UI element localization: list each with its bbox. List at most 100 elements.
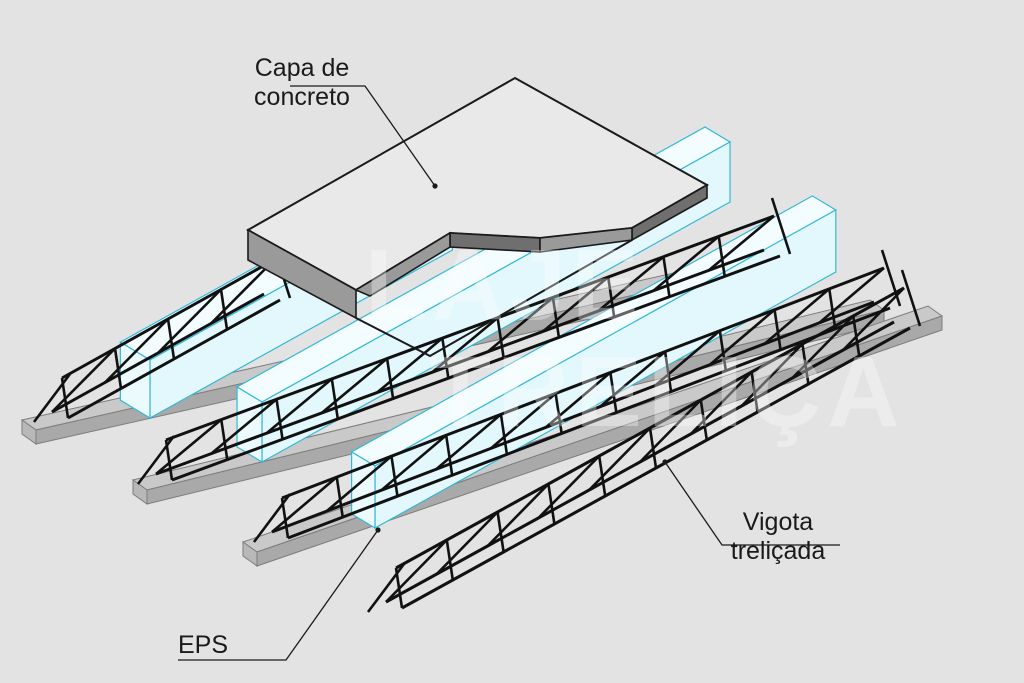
truss-2-diagonal (210, 398, 278, 455)
truss-3 (252, 249, 902, 543)
truss-3-diagonal (654, 329, 721, 387)
truss-2-diagonal (496, 317, 505, 359)
truss-1-diagonal (51, 347, 116, 413)
joist-label-line2: treliçada (730, 537, 826, 565)
joist-base-end-2 (132, 479, 148, 505)
truss-2-diagonal (597, 255, 665, 313)
truss-3-diagonal (499, 414, 509, 455)
truss-4-end-wire (366, 563, 406, 613)
truss-2-diagonal (265, 377, 333, 435)
truss-2-diagonal (606, 276, 616, 318)
truss-2-bottom-chord-right (171, 254, 781, 482)
truss-1-diagonal (166, 318, 176, 360)
truss-wires (32, 197, 922, 613)
truss-2-diagonal (486, 296, 554, 353)
truss-4-diagonal (689, 371, 753, 435)
truss-2-diagonal (275, 399, 284, 440)
truss-2-diagonal (219, 419, 229, 460)
truss-4-diagonal (435, 511, 499, 575)
joist-leader-line (664, 461, 840, 546)
truss-1-diagonal (157, 288, 222, 354)
truss-4-diagonal (547, 483, 556, 525)
truss-4-diagonal (445, 539, 455, 581)
concrete-cover-label-line2: concreto (254, 83, 350, 111)
truss-3-diagonal (663, 351, 673, 392)
truss-2-bottom-chord-left (155, 248, 765, 476)
truss-2-end-wire (770, 197, 792, 255)
truss-3-diagonal (544, 371, 612, 429)
concrete-cover-label: Capa de concreto (236, 54, 368, 112)
truss-4-diagonal (486, 483, 550, 547)
truss-1-diagonal (104, 318, 169, 384)
truss-4-diagonal (588, 427, 651, 491)
truss-2-diagonal (320, 357, 388, 414)
concrete-cutout-left-wall (354, 231, 451, 297)
truss-3-diagonal (773, 309, 782, 351)
joist-label-line1: Vigota (742, 508, 814, 536)
truss-2-diagonal (662, 256, 671, 297)
truss-4-diagonal (699, 399, 709, 441)
truss-4-diagonal (537, 455, 601, 519)
truss-3-diagonal (554, 393, 563, 434)
truss-4-diagonal (639, 399, 702, 463)
truss-3-diagonal (271, 476, 338, 533)
truss-3-bottom-chord-left (271, 300, 875, 534)
truss-3-top-chord (281, 266, 885, 500)
concrete-cover-label-line1: Capa de (254, 54, 350, 82)
truss-3-diagonal (490, 392, 557, 450)
truss-4-diagonal (851, 315, 861, 357)
truss-3-diagonal (818, 267, 885, 324)
truss-3-diagonal (380, 434, 448, 492)
concrete-cover (245, 76, 710, 358)
truss-2-diagonal (385, 358, 395, 399)
eps-label: EPS (178, 631, 229, 659)
truss-4-diagonal (740, 343, 804, 407)
truss-4-diagonal (597, 455, 607, 497)
leader-lines (178, 85, 840, 661)
truss-3-end-wire (252, 493, 292, 543)
joist-base-end-1 (21, 419, 37, 445)
truss-2-diagonal (431, 316, 499, 374)
truss-1-diagonal (210, 259, 275, 325)
truss-1-end-wire (32, 373, 72, 423)
truss-4-diagonal (496, 511, 505, 553)
joist-base-end-3 (242, 541, 258, 567)
truss-3-diagonal (325, 455, 393, 513)
truss-2-diagonal (330, 378, 340, 420)
truss-2-diagonal (707, 215, 775, 272)
truss-3-diagonal (599, 350, 666, 408)
watermark-line-1: LAJE (365, 229, 645, 341)
truss-2 (136, 197, 792, 485)
truss-2-diagonal (551, 297, 561, 338)
truss-3-diagonal (827, 288, 837, 330)
truss-2-diagonal (652, 235, 720, 292)
truss-1-diagonal (113, 348, 123, 389)
truss-3-diagonal (718, 330, 728, 371)
truss-4-diagonal (842, 287, 905, 351)
truss-4-diagonal (791, 315, 855, 379)
truss-4-diagonal (648, 427, 658, 469)
watermark-line-2: TRELIÇA (430, 336, 906, 448)
eps-block-3-end (351, 450, 376, 530)
truss-4-diagonal (385, 539, 448, 603)
truss-3-diagonal (390, 455, 399, 497)
joist-label: Vigota treliçada (708, 508, 848, 566)
truss-2-diagonal (376, 337, 444, 394)
eps-leader-line (178, 529, 379, 661)
truss-2-diagonal (717, 236, 727, 277)
truss-1-diagonal (219, 289, 229, 330)
truss-3-diagonal (708, 308, 776, 366)
truss-4-diagonal (750, 371, 759, 413)
concrete-leader-line (290, 85, 436, 187)
truss-3-diagonal (609, 372, 618, 413)
truss-3-diagonal (435, 413, 502, 471)
truss-2-diagonal (542, 276, 610, 333)
truss-4-diagonal (801, 343, 810, 385)
truss-3-diagonal (444, 435, 454, 476)
truss-2-diagonal (441, 337, 450, 379)
truss-2-top-chord (165, 214, 775, 442)
truss-2-diagonal (155, 418, 223, 475)
truss-4-end-wire (900, 269, 922, 327)
